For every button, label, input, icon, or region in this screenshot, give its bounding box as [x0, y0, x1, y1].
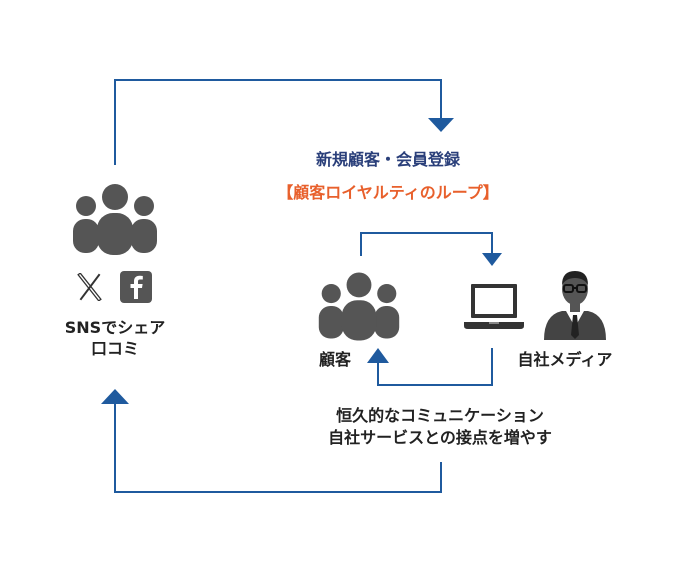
customer-group-icon	[318, 272, 400, 341]
outer-loop-bottom-arrowhead	[101, 389, 129, 404]
inner-loop-bottom-arrowhead	[367, 348, 389, 363]
loop-subtitle: 【顧客ロイヤルティのループ】	[277, 183, 499, 202]
people-group-icon	[73, 184, 157, 255]
outer-loop-top-arrowhead	[428, 118, 454, 132]
inner-loop-bottom-line	[377, 348, 493, 386]
outer-loop-bottom-line	[114, 402, 442, 493]
inner-loop-top-arrowhead	[482, 253, 502, 266]
customer-label: 顧客	[318, 350, 351, 369]
facebook-icon[interactable]	[120, 271, 152, 303]
caption-line2: 自社サービスとの接点を増やす	[328, 427, 552, 447]
owned-media-label: 自社メディア	[517, 350, 613, 369]
businessman-icon	[544, 271, 606, 340]
caption-line1: 恒久的なコミュニケーション	[336, 406, 544, 425]
x-logo-icon[interactable]	[77, 273, 103, 301]
outer-loop-top-line	[114, 79, 442, 165]
sns-label-line2: 口コミ	[90, 338, 139, 358]
inner-loop-top-line	[360, 232, 493, 256]
communication-caption: 恒久的なコミュニケーション 自社サービスとの接点を増やす	[260, 405, 620, 448]
sns-share-label: SNSでシェア 口コミ	[55, 318, 175, 360]
loop-title: 新規顧客・会員登録	[315, 150, 460, 169]
laptop-icon	[464, 284, 524, 329]
sns-label-line1: SNSでシェア	[64, 318, 166, 337]
